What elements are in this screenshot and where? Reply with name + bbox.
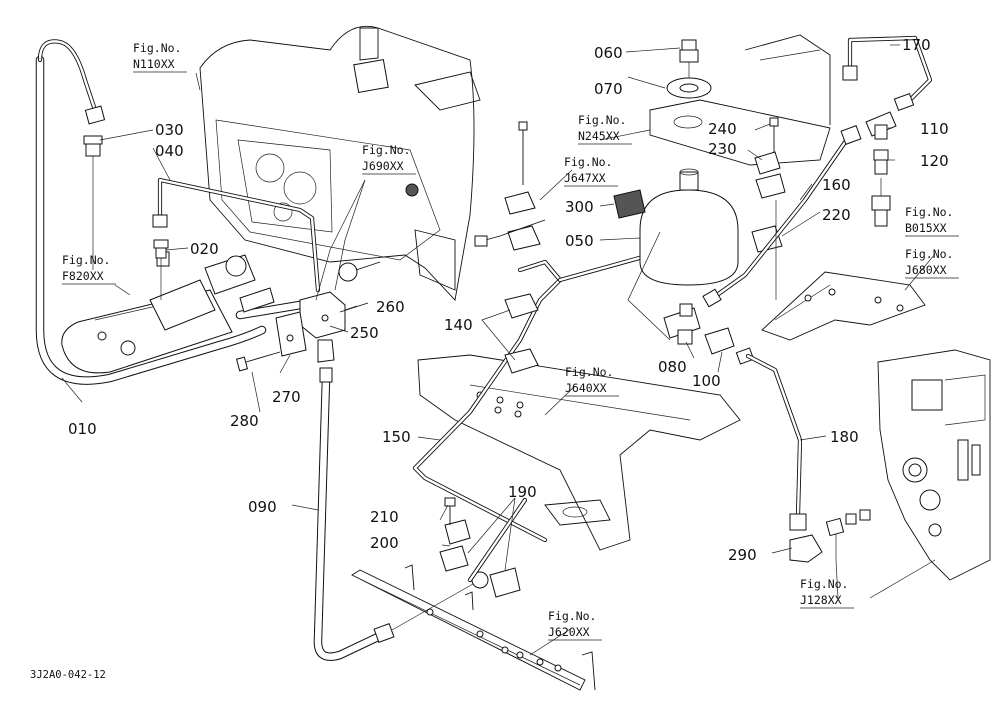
callout-labels: 010 020 030 040 050 060 070 080 090 100 …	[68, 36, 949, 564]
callout-050: 050	[565, 232, 594, 250]
fittings-j128	[825, 509, 871, 560]
elbow-290	[789, 534, 823, 563]
fitting-030	[83, 135, 103, 270]
callout-220: 220	[822, 206, 851, 224]
callout-060: 060	[594, 44, 623, 62]
fig-ref-f820-label: Fig.No.	[62, 253, 110, 267]
fig-ref-j620-label: Fig.No.	[548, 609, 596, 623]
callout-200: 200	[370, 534, 399, 552]
fig-ref-j128-code: J128XX	[800, 593, 842, 607]
callout-140: 140	[444, 316, 473, 334]
washer-070	[666, 77, 712, 99]
transmission-housing-panel	[199, 25, 481, 301]
fig-ref-n110-label: Fig.No.	[133, 41, 181, 55]
fig-ref-j640-code: J640XX	[565, 381, 607, 395]
callout-080: 080	[658, 358, 687, 376]
plug-060	[679, 39, 699, 63]
callout-090: 090	[248, 498, 277, 516]
callout-250: 250	[350, 324, 379, 342]
callout-070: 070	[594, 80, 623, 98]
callout-270: 270	[272, 388, 301, 406]
pin-260	[339, 302, 369, 313]
diagram-code: 3J2A0-042-12	[30, 669, 106, 681]
clamp-220	[751, 225, 783, 253]
mounting-plate-j640	[417, 354, 741, 551]
callout-230: 230	[708, 140, 737, 158]
callout-240: 240	[708, 120, 737, 138]
callout-030: 030	[155, 121, 184, 139]
bracket-n245	[649, 34, 831, 166]
callout-010: 010	[68, 420, 97, 438]
fig-ref-j647-code: J647XX	[564, 171, 606, 185]
callout-040: 040	[155, 142, 184, 160]
clamp-230	[754, 151, 781, 175]
callout-290: 290	[728, 546, 757, 564]
fig-ref-f820-code: F820XX	[62, 269, 104, 283]
bracket-assembly-250	[275, 291, 346, 363]
fig-ref-n110-code: N110XX	[133, 57, 175, 71]
clamp-190	[439, 497, 528, 598]
pipe-180	[745, 353, 803, 518]
fig-ref-n245-code: N245XX	[578, 129, 620, 143]
pressure-switch-b015	[871, 178, 891, 227]
fig-ref-b015-label: Fig.No.	[905, 205, 953, 219]
mounting-bar-j620	[351, 564, 596, 691]
figure-references: Fig.No. N110XX Fig.No. F820XX Fig.No. J6…	[62, 41, 959, 641]
leader-lines	[61, 44, 936, 656]
valve-housing	[877, 349, 991, 581]
power-steering-cylinder	[61, 251, 305, 374]
bracket-j680	[761, 200, 926, 341]
fig-ref-j680-label: Fig.No.	[905, 247, 953, 261]
fig-ref-j640-label: Fig.No.	[565, 365, 613, 379]
accumulator-050	[639, 168, 739, 286]
tee-fitting-110	[865, 111, 897, 140]
fitting-100	[704, 327, 755, 365]
callout-210: 210	[370, 508, 399, 526]
bolt-280	[235, 351, 281, 372]
filter-300	[613, 189, 646, 219]
fitting-020	[153, 239, 169, 300]
fig-ref-j680-code: J680XX	[905, 263, 947, 277]
fig-ref-j690-code: J690XX	[362, 159, 404, 173]
callout-280: 280	[230, 412, 259, 430]
fig-ref-b015-code: B015XX	[905, 221, 947, 235]
callout-160: 160	[822, 176, 851, 194]
callout-300: 300	[565, 198, 594, 216]
callout-110: 110	[920, 120, 949, 138]
fig-ref-j128-label: Fig.No.	[800, 577, 848, 591]
fig-ref-n245-label: Fig.No.	[578, 113, 626, 127]
callout-120: 120	[920, 152, 949, 170]
callout-190: 190	[508, 483, 537, 501]
fitting-120	[873, 149, 889, 175]
fig-ref-j620-code: J620XX	[548, 625, 590, 639]
callout-170: 170	[902, 36, 931, 54]
callout-260: 260	[376, 298, 405, 316]
callout-180: 180	[830, 428, 859, 446]
tee-fitting-080	[663, 303, 701, 345]
clamp-140	[474, 121, 546, 374]
callout-100: 100	[692, 372, 721, 390]
callout-020: 020	[190, 240, 219, 258]
fig-ref-j690-label: Fig.No.	[362, 143, 410, 157]
fig-ref-j647-label: Fig.No.	[564, 155, 612, 169]
callout-150: 150	[382, 428, 411, 446]
